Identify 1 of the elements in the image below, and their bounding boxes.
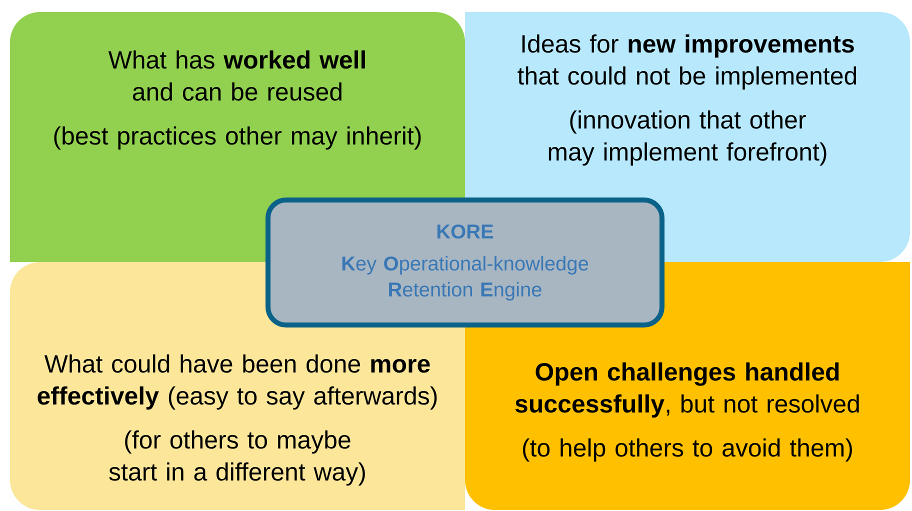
center-box: KORE Key Operational-knowledge Retention Engine <box>266 198 664 328</box>
